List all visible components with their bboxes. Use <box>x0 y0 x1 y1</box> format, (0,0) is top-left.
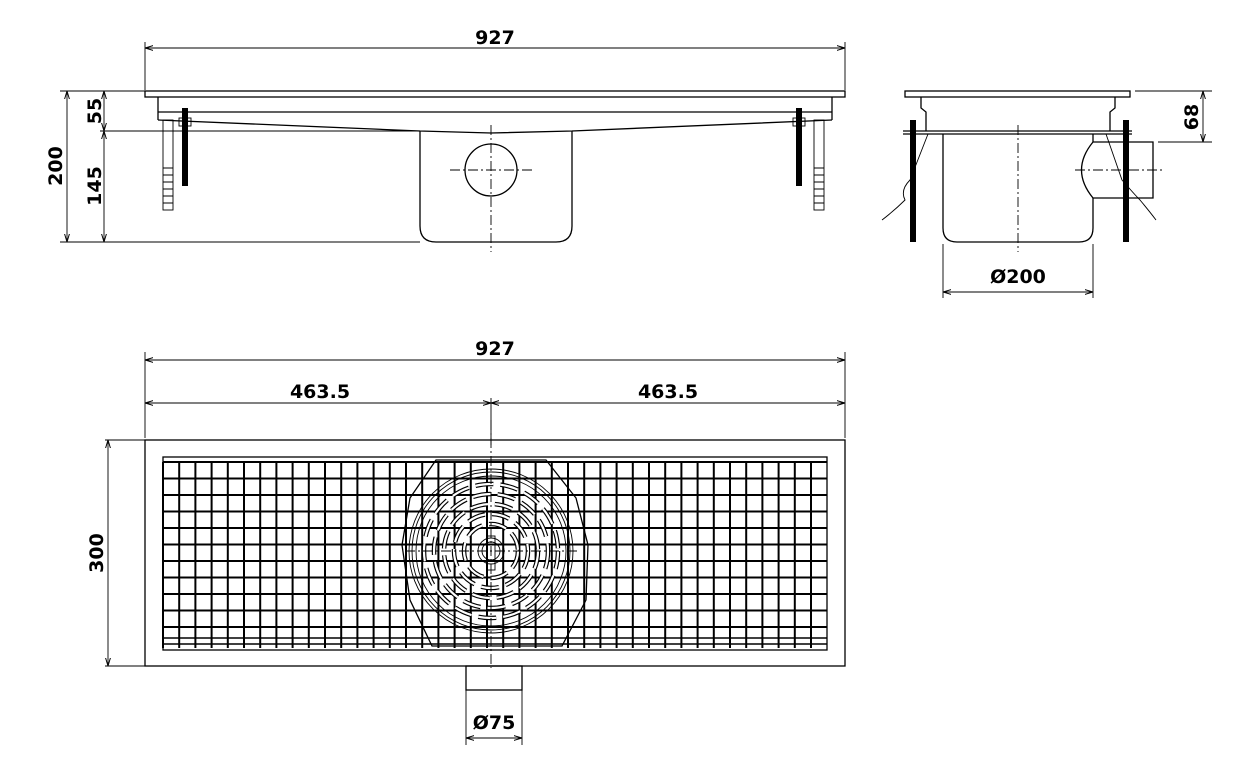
outlet-diameter-label: Ø75 <box>473 712 516 734</box>
total-height-label: 200 <box>45 146 67 186</box>
plan-view: 927 463.5 463.5 300 Ø75 <box>86 338 846 745</box>
left-leg <box>162 108 192 211</box>
top-plate <box>904 90 1131 98</box>
top-plate <box>144 90 846 98</box>
outlet-pipe <box>465 665 523 691</box>
anchor-bolt <box>796 108 802 186</box>
sump <box>419 131 573 243</box>
half-left-label: 463.5 <box>290 381 350 403</box>
break-line <box>881 133 1157 221</box>
plan-length-label: 927 <box>475 338 515 360</box>
centerline <box>450 125 535 252</box>
frame <box>920 97 1116 131</box>
anchor-bolt <box>910 120 916 242</box>
front-view: 927 200 55 145 <box>45 27 846 252</box>
lower-height-label: 145 <box>84 166 106 206</box>
length-label: 927 <box>475 27 515 49</box>
sump-diameter-label: Ø200 <box>990 266 1046 288</box>
center-plate <box>401 459 589 647</box>
side-view: 68 Ø200 <box>881 90 1212 298</box>
upper-height-label: 55 <box>84 98 106 124</box>
width-label: 300 <box>86 533 108 573</box>
frame-height-label: 68 <box>1181 104 1203 130</box>
anchor-bolt <box>182 108 188 186</box>
half-right-label: 463.5 <box>638 381 698 403</box>
frame <box>157 97 833 120</box>
right-leg <box>792 108 825 211</box>
anchor-bolt <box>1123 120 1129 242</box>
